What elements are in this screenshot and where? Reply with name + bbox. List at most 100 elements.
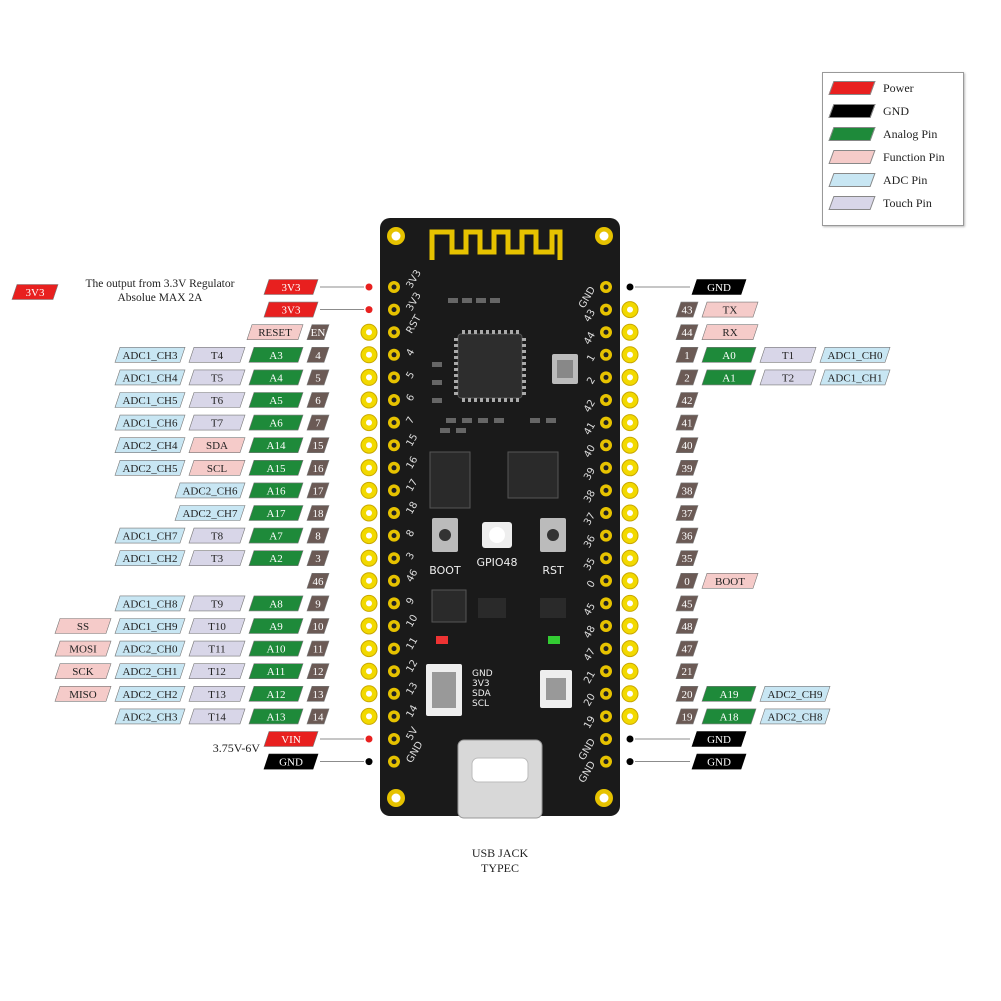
connector-label: 3V3 bbox=[472, 679, 490, 689]
pin-hole bbox=[366, 532, 372, 539]
pin-label-function: MISO bbox=[54, 685, 112, 702]
pin-tag-text: 9 bbox=[315, 598, 321, 610]
pin-label-touch: T14 bbox=[188, 708, 246, 725]
pin-tag-text: 21 bbox=[682, 666, 693, 678]
pin-tag-shape bbox=[819, 369, 891, 386]
pin-label-function: BOOT bbox=[701, 572, 759, 589]
status-led bbox=[548, 636, 560, 644]
pin-label-gpio: 3 bbox=[306, 550, 330, 567]
pin-tag-text: A13 bbox=[267, 711, 286, 723]
pin-tag-shape bbox=[114, 708, 186, 725]
pin-label-gpio: 6 bbox=[306, 392, 330, 408]
chip-pin bbox=[486, 330, 489, 334]
pin-tag-text: T8 bbox=[211, 531, 224, 543]
pin-tag-text: 0 bbox=[684, 576, 690, 588]
pin-label-gpio: 38 bbox=[675, 482, 699, 499]
pin-label-gpio: 0 bbox=[675, 572, 699, 589]
smd-component bbox=[546, 418, 556, 423]
pin-tag-shape bbox=[306, 640, 330, 657]
board-pad-hole bbox=[603, 578, 609, 584]
pin-label-adc: ADC2_CH5 bbox=[114, 459, 186, 476]
pin-tag-text: ADC2_CH8 bbox=[767, 711, 823, 723]
pin-label-gpio: 47 bbox=[675, 640, 699, 657]
antenna-trace bbox=[429, 229, 563, 260]
pin-label-gpio: 44 bbox=[675, 324, 699, 341]
pin-tag-shape bbox=[306, 482, 330, 499]
chip-pin bbox=[510, 398, 513, 402]
pin-tag-text: ADC1_CH4 bbox=[122, 372, 178, 384]
pin-label-gpio: 15 bbox=[306, 437, 330, 454]
chip-pin bbox=[468, 398, 471, 402]
legend-label: ADC Pin bbox=[883, 172, 928, 187]
pin-label-gpio: 13 bbox=[306, 685, 330, 702]
pin-tag-shape bbox=[675, 595, 699, 612]
regulator-note: The output from 3.3V Regulator Absolue M… bbox=[62, 277, 258, 305]
pin-tag-text: A17 bbox=[267, 508, 286, 520]
pin-tag-text: T6 bbox=[211, 395, 224, 407]
legend-row-adc: ADC Pin bbox=[828, 171, 928, 189]
pin-tag-text: 20 bbox=[682, 689, 694, 701]
pin-tag-text: A9 bbox=[269, 621, 283, 633]
pin-label-gnd: GND bbox=[691, 731, 747, 747]
pin-tag-text: 13 bbox=[313, 689, 325, 701]
silk-label-right: 0 bbox=[585, 579, 598, 590]
legend-label: Function Pin bbox=[883, 149, 945, 164]
silk-label-right: 36 bbox=[582, 534, 598, 551]
connector-label: SDA bbox=[472, 689, 491, 699]
pin-label-gpio: 16 bbox=[306, 459, 330, 476]
pin-label-adc: ADC2_CH7 bbox=[174, 505, 246, 521]
pin-label-analog: A15 bbox=[248, 459, 304, 476]
pin-tag-shape bbox=[759, 346, 817, 363]
pin-tag-shape bbox=[246, 324, 304, 341]
pin-tag-text: 46 bbox=[313, 576, 325, 588]
pin-tag-text: ADC2_CH0 bbox=[122, 644, 178, 656]
pin-tag-shape bbox=[306, 527, 330, 544]
pin-label-gpio: 8 bbox=[306, 527, 330, 544]
pin-dot bbox=[365, 735, 373, 743]
pin-label-analog: A3 bbox=[248, 346, 304, 363]
board-pad-hole bbox=[391, 623, 397, 629]
mounting-hole-center bbox=[599, 793, 609, 803]
silk-label-left: 9 bbox=[405, 596, 418, 607]
pin-label-touch: T9 bbox=[188, 595, 246, 612]
board-pad-hole bbox=[603, 510, 609, 516]
pin-tag-shape bbox=[263, 753, 319, 770]
pin-label-analog: A12 bbox=[248, 685, 304, 702]
pin-hole bbox=[366, 487, 372, 494]
pin-label-adc: ADC1_CH9 bbox=[114, 618, 186, 634]
pin-tag-text: T11 bbox=[208, 644, 225, 656]
pin-label-function: RX bbox=[701, 324, 759, 341]
pin-tag-text: MISO bbox=[69, 689, 97, 701]
pin-label-adc: ADC2_CH2 bbox=[114, 685, 186, 702]
i2c-connector-inner bbox=[432, 672, 456, 708]
pin-tag-shape bbox=[248, 618, 304, 634]
silk-label-left: 6 bbox=[405, 392, 418, 403]
pin-tag-shape bbox=[701, 369, 757, 386]
pin-label-touch: T6 bbox=[188, 392, 246, 408]
pin-hole bbox=[366, 713, 372, 720]
pin-tag-shape bbox=[675, 640, 699, 657]
usb-c-opening bbox=[471, 757, 529, 783]
pin-tag-shape bbox=[114, 550, 186, 567]
pin-hole bbox=[627, 464, 633, 471]
pin-hole bbox=[366, 419, 372, 426]
pin-tag-text: ADC2_CH1 bbox=[122, 666, 177, 678]
pin-label-adc: ADC1_CH1 bbox=[819, 369, 891, 386]
pin-tag-text: 40 bbox=[682, 440, 694, 452]
board-pad-hole bbox=[603, 307, 609, 313]
pin-tag-text: A16 bbox=[267, 485, 286, 497]
pin-tag-shape bbox=[188, 708, 246, 725]
pin-hole bbox=[366, 555, 372, 562]
pin-label-adc: ADC1_CH3 bbox=[114, 346, 186, 363]
pin-label-gpio: 20 bbox=[675, 685, 699, 702]
pin-tag-shape bbox=[54, 663, 112, 680]
pin-tag-shape bbox=[248, 482, 304, 499]
pin-tag-shape bbox=[263, 301, 319, 318]
chip-pin bbox=[454, 362, 458, 365]
pin-label-gpio: 17 bbox=[306, 482, 330, 499]
pin-tag-shape bbox=[691, 753, 747, 770]
pin-tag-shape bbox=[11, 284, 59, 300]
pin-label-gpio: 14 bbox=[306, 708, 330, 725]
board-pad-hole bbox=[603, 352, 609, 358]
pin-label-analog: A2 bbox=[248, 550, 304, 567]
